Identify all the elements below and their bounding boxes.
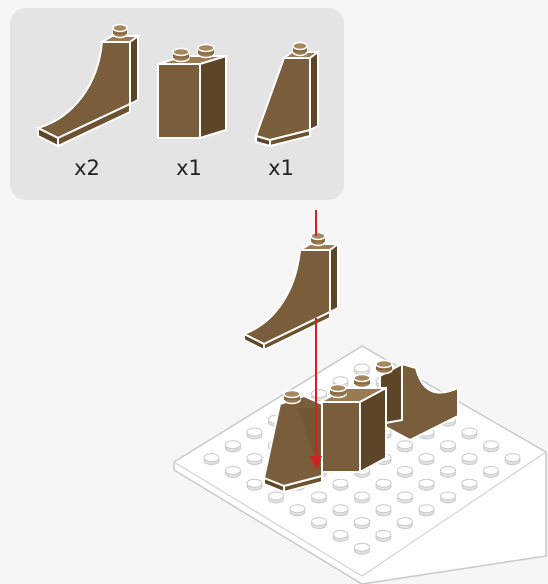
plate-stud — [290, 505, 305, 516]
plate-stud — [419, 454, 434, 465]
plate-stud — [247, 428, 262, 439]
plate-stud — [398, 441, 413, 452]
plate-stud — [355, 543, 370, 554]
plate-stud — [441, 466, 456, 477]
plate-stud — [226, 441, 241, 452]
plate-stud — [462, 454, 477, 465]
plate-stud — [419, 479, 434, 490]
plate-stud — [204, 454, 219, 465]
plate-stud — [333, 479, 348, 490]
plate-stud — [441, 441, 456, 452]
plate-stud — [312, 492, 327, 503]
plate-stud — [376, 505, 391, 516]
plate-stud — [247, 454, 262, 465]
plate-stud — [462, 479, 477, 490]
plate-stud — [484, 466, 499, 477]
plate-stud — [355, 518, 370, 529]
falling-curved-slope — [244, 233, 338, 351]
plate-stud — [462, 428, 477, 439]
plate-stud — [312, 518, 327, 529]
plate-stud — [398, 466, 413, 477]
plate-stud — [355, 364, 370, 375]
plate-stud — [269, 492, 284, 503]
plate-stud — [376, 479, 391, 490]
plate-stud — [333, 530, 348, 541]
plate-stud — [419, 505, 434, 516]
plate-stud — [441, 492, 456, 503]
plate-stud — [376, 530, 391, 541]
plate-stud — [226, 466, 241, 477]
plate-stud — [398, 518, 413, 529]
plate-stud — [355, 492, 370, 503]
plate-stud — [398, 492, 413, 503]
plate-stud — [505, 454, 520, 465]
plate-stud — [247, 479, 262, 490]
plate-stud — [484, 441, 499, 452]
plate-stud — [333, 505, 348, 516]
